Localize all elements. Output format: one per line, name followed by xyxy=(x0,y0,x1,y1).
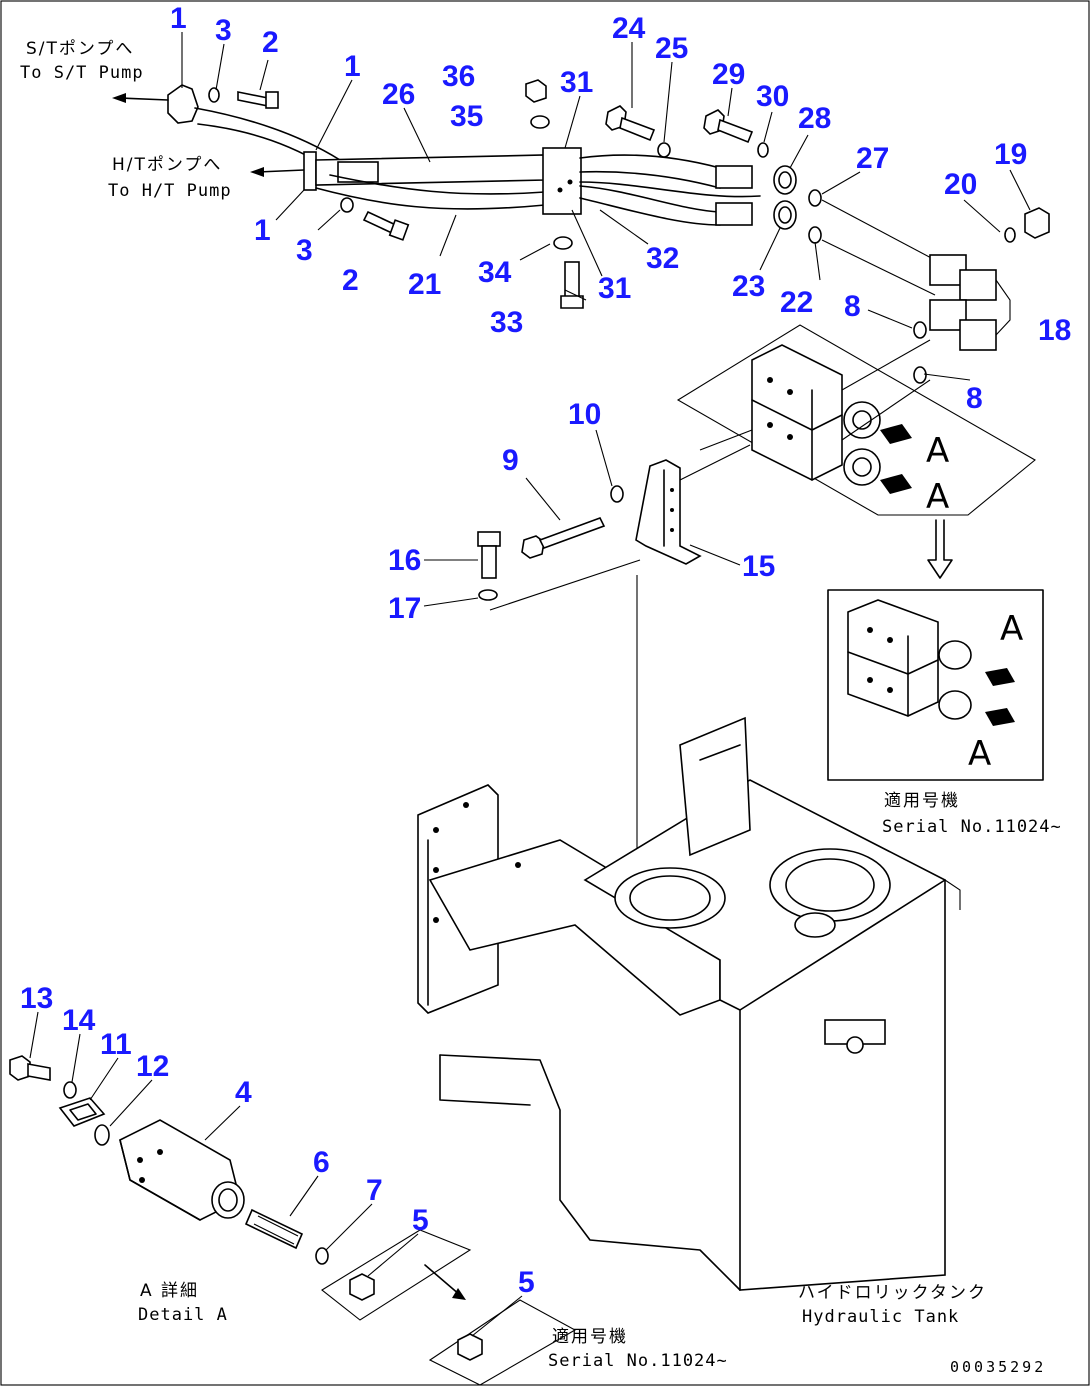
callout-14: 14 xyxy=(62,1004,96,1037)
view-a-label-1: A xyxy=(926,431,949,471)
detail-a-label-jp: A 詳細 xyxy=(140,1281,199,1301)
valve-block-18 xyxy=(913,207,1050,384)
detail-view-a-label-1: A xyxy=(1000,609,1023,649)
drawing-code: 00035292 xyxy=(950,1358,1046,1376)
callout-7: 7 xyxy=(366,1174,383,1207)
serial-upper-en: Serial No.11024~ xyxy=(882,817,1062,837)
valve-panel xyxy=(676,324,1036,579)
bracket-assembly xyxy=(477,444,751,960)
callout-12: 12 xyxy=(136,1050,169,1083)
callout-36: 36 xyxy=(442,60,475,93)
callout-34: 34 xyxy=(478,256,512,289)
serial-upper-jp: 適用号機 xyxy=(884,791,960,811)
callout-8-low: 8 xyxy=(966,382,983,415)
pipe-assembly xyxy=(112,84,936,296)
callout-11: 11 xyxy=(100,1028,132,1061)
callout-2-top: 2 xyxy=(262,26,279,59)
callout-22: 22 xyxy=(780,286,813,319)
detail-a-drawing xyxy=(9,1055,577,1386)
callout-numbers: 1 3 2 1 26 36 31 35 24 25 29 30 28 27 19… xyxy=(20,2,1071,1299)
callout-16: 16 xyxy=(388,544,421,577)
callout-3-top: 3 xyxy=(215,14,232,47)
callout-5-lower: 5 xyxy=(518,1266,535,1299)
callout-31-top: 31 xyxy=(560,66,593,99)
callout-32: 32 xyxy=(646,242,679,275)
annotation-labels: S/Tポンプへ To S/T Pump H/Tポンプへ To H/T Pump … xyxy=(20,39,1062,1376)
callout-25: 25 xyxy=(655,32,688,65)
callout-1-top: 1 xyxy=(170,2,187,35)
callout-29: 29 xyxy=(712,58,745,91)
callout-24: 24 xyxy=(612,12,646,45)
callout-13: 13 xyxy=(20,982,53,1015)
callout-28: 28 xyxy=(798,102,831,135)
callout-6: 6 xyxy=(313,1146,330,1179)
callout-20: 20 xyxy=(944,168,977,201)
callout-23: 23 xyxy=(732,270,765,303)
callout-35: 35 xyxy=(450,100,483,133)
callout-17: 17 xyxy=(388,592,421,625)
detail-view-a-label-2: A xyxy=(968,734,991,774)
callout-33: 33 xyxy=(490,306,523,339)
callout-21: 21 xyxy=(408,268,441,301)
callout-1-low: 1 xyxy=(254,214,271,247)
ht-pump-label-en: To H/T Pump xyxy=(108,181,232,201)
fasteners-top xyxy=(208,79,769,309)
callout-4: 4 xyxy=(235,1076,252,1109)
callout-9: 9 xyxy=(502,444,519,477)
callout-18: 18 xyxy=(1038,314,1071,347)
hydraulic-tank-label-en: Hydraulic Tank xyxy=(802,1307,959,1327)
callout-8-top: 8 xyxy=(844,290,861,323)
ht-pump-label-jp: H/Tポンプへ xyxy=(112,155,222,175)
callout-10: 10 xyxy=(568,398,601,431)
callout-1-mid: 1 xyxy=(344,50,361,83)
detail-a-label-en: Detail A xyxy=(138,1305,228,1325)
serial-lower-jp: 適用号機 xyxy=(552,1327,628,1347)
hydraulic-tank-label-jp: ハイドロリックタンク xyxy=(798,1283,987,1303)
callout-3-low: 3 xyxy=(296,234,313,267)
leader-lines xyxy=(29,32,1031,1337)
hydraulic-tank xyxy=(417,716,961,1291)
callout-31-low: 31 xyxy=(598,272,631,305)
view-a-label-2: A xyxy=(926,477,949,517)
st-pump-label-jp: S/Tポンプへ xyxy=(26,39,134,59)
callout-15: 15 xyxy=(742,550,775,583)
serial-lower-en: Serial No.11024~ xyxy=(548,1351,728,1371)
callout-30: 30 xyxy=(756,80,789,113)
callout-27: 27 xyxy=(856,142,889,175)
callout-26: 26 xyxy=(382,78,415,111)
st-pump-label-en: To S/T Pump xyxy=(20,63,144,83)
serial-detail-box xyxy=(827,589,1044,781)
callout-19: 19 xyxy=(994,138,1027,171)
callout-5-upper: 5 xyxy=(412,1204,429,1237)
callout-2-low: 2 xyxy=(342,264,359,297)
